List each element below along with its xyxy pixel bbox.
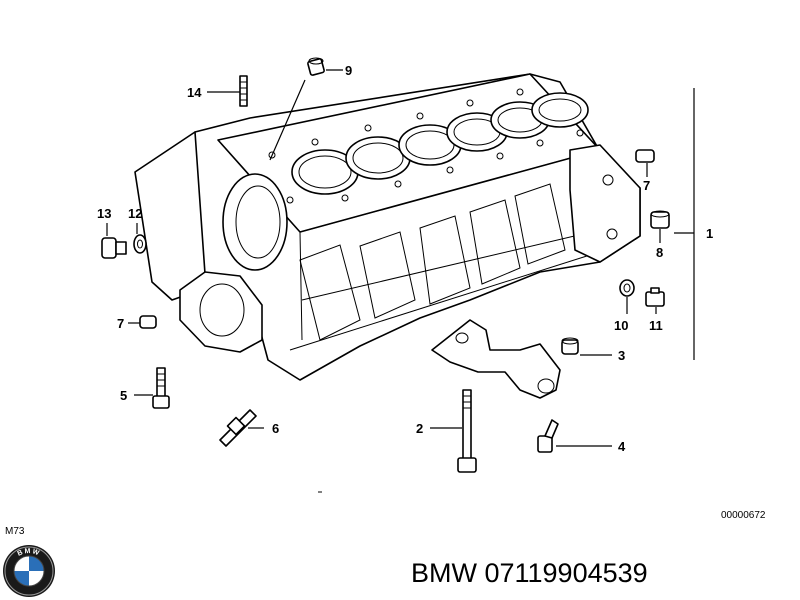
washer-part-10 (619, 279, 635, 297)
bearing-cap (431, 319, 561, 399)
dowel-part-7-upper (635, 149, 655, 163)
callout-2: 2 (416, 421, 423, 436)
screw-plug-part-11 (645, 287, 665, 307)
part-number-title: BMW 07119904539 (411, 558, 648, 588)
callout-9: 9 (345, 63, 352, 78)
callout-7-left: 7 (117, 316, 124, 331)
washer-part-12 (133, 234, 147, 254)
engine-block-illustration (134, 73, 641, 381)
dowel-part-7-left (139, 315, 157, 329)
callout-12: 12 (128, 206, 142, 221)
bolt-part-5 (152, 367, 170, 409)
cylinder-bores (291, 92, 589, 195)
stud-part-6 (219, 409, 257, 447)
screw-part-4 (537, 419, 559, 453)
leader-lines (106, 69, 695, 447)
callout-1: 1 (706, 226, 713, 241)
dowel-part-9 (307, 57, 325, 76)
callout-14: 14 (187, 85, 202, 100)
callout-11: 11 (649, 318, 663, 333)
screw-plug-part-13 (101, 237, 127, 259)
screw-part-3 (561, 337, 579, 355)
callout-3: 3 (618, 348, 625, 363)
callout-8: 8 (656, 245, 663, 260)
bmw-roundel-icon: BMW (3, 545, 55, 597)
callout-6: 6 (272, 421, 279, 436)
callout-4: 4 (618, 439, 626, 454)
stud-part-14 (239, 75, 248, 107)
svg-text:BMW: BMW (16, 548, 41, 558)
callout-10: 10 (614, 318, 628, 333)
model-label: M73 (5, 526, 25, 537)
logo-letters: BMW (16, 548, 39, 558)
callout-7-upper: 7 (643, 178, 650, 193)
callout-labels: 14 9 7 8 1 10 11 13 12 7 5 6 2 3 4 (97, 63, 713, 454)
callout-13: 13 (97, 206, 111, 221)
plug-part-8 (650, 210, 670, 229)
bolt-part-2 (457, 389, 477, 473)
diagram-code: 00000672 (721, 510, 766, 521)
callout-5: 5 (120, 388, 127, 403)
